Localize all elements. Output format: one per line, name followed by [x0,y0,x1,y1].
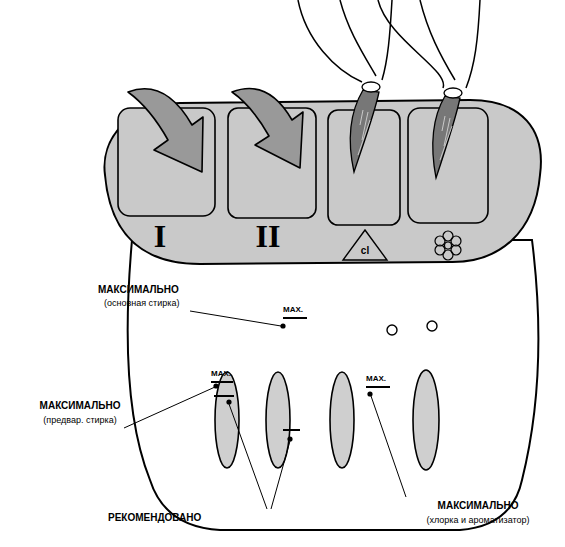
leader-line [124,311,406,509]
level-label: MAX. [366,374,386,383]
callout-note: (хлорка и ароматизатор) [426,515,529,525]
pour-arrow [128,89,203,172]
indicator-hole [387,321,437,335]
callout-title: МАКСИМАЛЬНО [98,284,179,296]
housing [128,240,539,530]
callout-title: РЕКОМЕНДОВАНО [108,512,201,524]
callout-note: (основная стирка) [104,298,179,308]
compartment-number: II [256,218,281,255]
hand [298,0,480,88]
callout-title: МАКСИМАЛЬНО [438,500,519,512]
leader-dot [213,323,372,441]
pour-arrow [232,89,303,169]
level-mark [211,318,390,430]
callout-note: (предвар. стирка) [43,415,116,425]
bleach-symbol [343,230,387,260]
level-label: MAX. [211,369,231,378]
softener-symbol [435,231,461,260]
bleach-mark: cl [361,245,369,257]
callout-title: МАКСИМАЛЬНО [40,400,121,412]
pipette [350,82,462,178]
compartment-number: I [154,218,166,255]
level-window [215,370,439,470]
level-label: MAX. [283,305,303,314]
